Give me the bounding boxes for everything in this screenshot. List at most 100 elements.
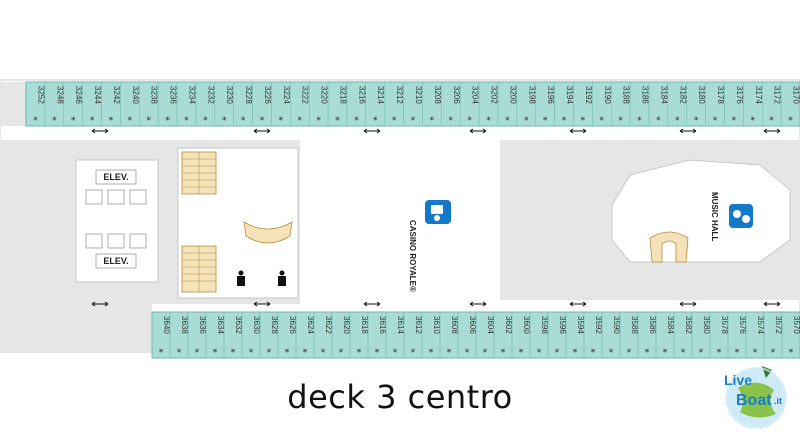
cabin-star: * [297, 116, 302, 126]
globe-icon [725, 366, 787, 429]
cabin-number: 3604 [486, 316, 495, 334]
cabin-star: * [681, 348, 686, 358]
cabin-star: * [146, 116, 151, 126]
deck-title: deck 3 centro [287, 378, 513, 416]
cabin-star: * [357, 348, 362, 358]
lower-left-area [0, 300, 152, 352]
cabin-number: 3626 [288, 316, 297, 334]
cabin-number: 3212 [395, 86, 404, 104]
cabin-star: * [694, 116, 699, 126]
cabin-star: * [501, 348, 506, 358]
cabin-star: * [241, 116, 246, 126]
cabin-number: 3210 [414, 86, 423, 104]
cabin-star: * [581, 116, 586, 126]
cabin-number: 3232 [206, 86, 215, 104]
cabin-star: * [260, 116, 265, 126]
cabin-star: * [524, 116, 529, 126]
cabin-number: 3638 [180, 316, 189, 334]
cabin-number: 3208 [433, 86, 442, 104]
cabin-star: * [769, 116, 774, 126]
cabin-star: * [249, 348, 254, 358]
cabin-star: * [303, 348, 308, 358]
cabin-star: * [645, 348, 650, 358]
cabin-number: 3186 [641, 86, 650, 104]
cabin-star: * [177, 348, 182, 358]
connecting-door-arrow [469, 301, 487, 307]
aft-corner-area [0, 82, 26, 126]
cabin-number: 3624 [306, 316, 315, 334]
cabin-star: * [562, 116, 567, 126]
music-hall-label: MUSIC HALL [710, 192, 719, 241]
casino-venue: CASINO ROYALE® [408, 200, 451, 292]
connecting-door-arrow [679, 128, 697, 134]
connecting-door-arrow [253, 128, 271, 134]
cabin-number: 3612 [414, 316, 423, 334]
logo-text-suffix: .it [774, 396, 782, 406]
cabin-star: * [505, 116, 510, 126]
cabin-star: * [213, 348, 218, 358]
cabin-star: * [373, 116, 378, 126]
cabin-star: * [519, 348, 524, 358]
cabin-star: * [732, 116, 737, 126]
music-hall-stairs [649, 231, 689, 263]
cabin-star: * [375, 348, 380, 358]
cabin-number: 3234 [187, 86, 196, 104]
cabin-number: 3244 [93, 86, 102, 104]
cabin-number: 3620 [342, 316, 351, 334]
cabin-number: 3176 [735, 86, 744, 104]
cabin[interactable] [781, 311, 800, 359]
cabin-star: * [430, 116, 435, 126]
cabin-number: 3214 [376, 86, 385, 104]
cabin-star: * [771, 348, 776, 358]
cabin-star: * [627, 348, 632, 358]
cabin-number: 3190 [603, 86, 612, 104]
cabin-star: * [71, 116, 76, 126]
cabin-star: * [555, 348, 560, 358]
cabin-number: 3198 [527, 86, 536, 104]
cabin-star: * [128, 116, 133, 126]
cabin-number: 3614 [396, 316, 405, 334]
cabin-number: 3202 [490, 86, 499, 104]
cabin-star: * [335, 116, 340, 126]
cabin-number: 3230 [225, 86, 234, 104]
cabin-number: 3634 [216, 316, 225, 334]
cabin-star: * [109, 116, 114, 126]
music-hall-room [611, 159, 791, 263]
cabin-number: 3574 [756, 316, 765, 334]
elevator-lower: ELEV. [85, 233, 147, 269]
liveboat-logo: Live Boat .it [716, 356, 796, 436]
cabin-number: 3220 [320, 86, 329, 104]
cabin-number: 3632 [234, 316, 243, 334]
casino-floor [300, 140, 500, 300]
cabin-number: 3184 [659, 86, 668, 104]
cabin-number: 3640 [162, 316, 171, 334]
cabin-star: * [486, 116, 491, 126]
cabin-star: * [52, 116, 57, 126]
elevator-upper: ELEV. [85, 169, 147, 205]
cabin-number: 3224 [282, 86, 291, 104]
cabin-star: * [411, 116, 416, 126]
cabin-number: 3594 [576, 316, 585, 334]
cabin-star: * [447, 348, 452, 358]
cabin-number: 3622 [324, 316, 333, 334]
cabin-number: 3242 [112, 86, 121, 104]
cabin-number: 3616 [378, 316, 387, 334]
cabin-star: * [339, 348, 344, 358]
restroom-icon [237, 270, 286, 286]
cabin-star: * [165, 116, 170, 126]
cabin-star: * [195, 348, 200, 358]
cabin-number: 3228 [244, 86, 253, 104]
cabin-number: 3608 [450, 316, 459, 334]
cabin-star: * [159, 348, 164, 358]
cabin-star: * [753, 348, 758, 358]
cabin-star: * [279, 116, 284, 126]
cabin-number: 3582 [684, 316, 693, 334]
cabin-number: 3630 [252, 316, 261, 334]
cabin-star: * [713, 116, 718, 126]
cabin-number: 3240 [131, 86, 140, 104]
cabin-number: 3188 [622, 86, 631, 104]
cabin-star: * [267, 348, 272, 358]
cabin-number: 3248 [55, 86, 64, 104]
cabin-star: * [600, 116, 605, 126]
cabin-star: * [751, 116, 756, 126]
